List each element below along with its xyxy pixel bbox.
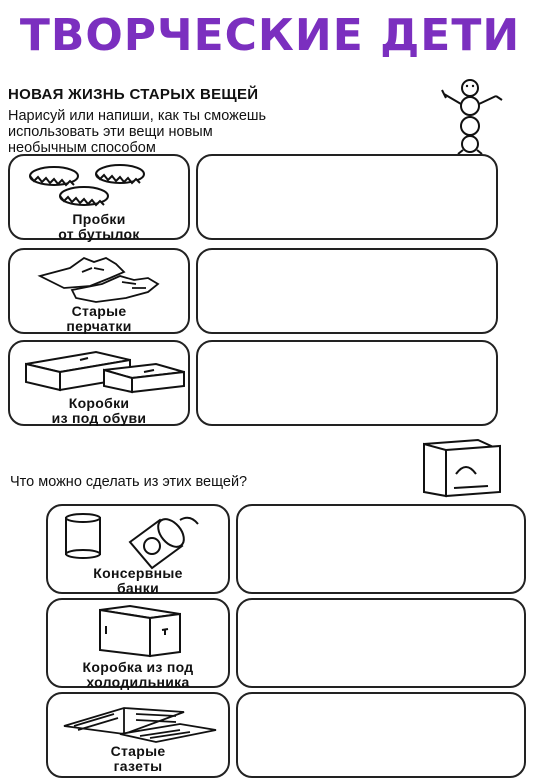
item-card-shoe-boxes: Коробки из под обуви (8, 340, 190, 426)
item-card-gloves: Старые перчатки (8, 248, 190, 334)
item-label: Коробки из под обуви (51, 395, 147, 426)
item-card-bottle-caps: Пробки от бутылок (8, 154, 190, 242)
bottle-caps-icon (29, 164, 145, 207)
section-question: Что можно сделать из этих вещей? (10, 474, 248, 490)
newspapers-icon (63, 707, 217, 743)
item-label: Консервные банки (93, 565, 183, 596)
item-card-fridge-box: Коробка из под холодильника (46, 598, 230, 690)
instruction-text: Нарисуй или напиши, как ты сможешь испол… (8, 108, 428, 156)
answer-box-fridge-box[interactable] (236, 598, 526, 688)
item-label: Старые перчатки (66, 303, 132, 334)
instruction-line: Нарисуй или напиши, как ты сможешь (8, 108, 267, 124)
fridge-box-icon (99, 604, 181, 658)
gloves-icon (37, 256, 160, 303)
milk-carton-icon (423, 438, 501, 498)
answer-box-newspapers[interactable] (236, 692, 526, 778)
shoe-boxes-icon (25, 350, 185, 394)
item-card-newspapers: Старые газеты (46, 692, 230, 778)
item-label: Коробка из под холодильника (82, 659, 194, 690)
answer-box-gloves[interactable] (196, 248, 498, 334)
answer-box-bottle-caps[interactable] (196, 154, 498, 240)
item-label: Старые газеты (110, 743, 166, 774)
cans-icon (65, 513, 199, 570)
section-heading: НОВАЯ ЖИЗНЬ СТАРЫХ ВЕЩЕЙ (8, 86, 259, 103)
answer-box-cans[interactable] (236, 504, 526, 594)
item-label: Пробки от бутылок (58, 211, 140, 242)
answer-box-shoe-boxes[interactable] (196, 340, 498, 426)
instruction-line: необычным способом (8, 140, 156, 156)
item-card-cans: Консервные банки (46, 504, 230, 596)
instruction-line: использовать эти вещи новым (8, 124, 213, 140)
stick-figure-icon (441, 79, 503, 155)
page-title: ТВОРЧЕСКИЕ ДЕТИ (19, 10, 521, 61)
